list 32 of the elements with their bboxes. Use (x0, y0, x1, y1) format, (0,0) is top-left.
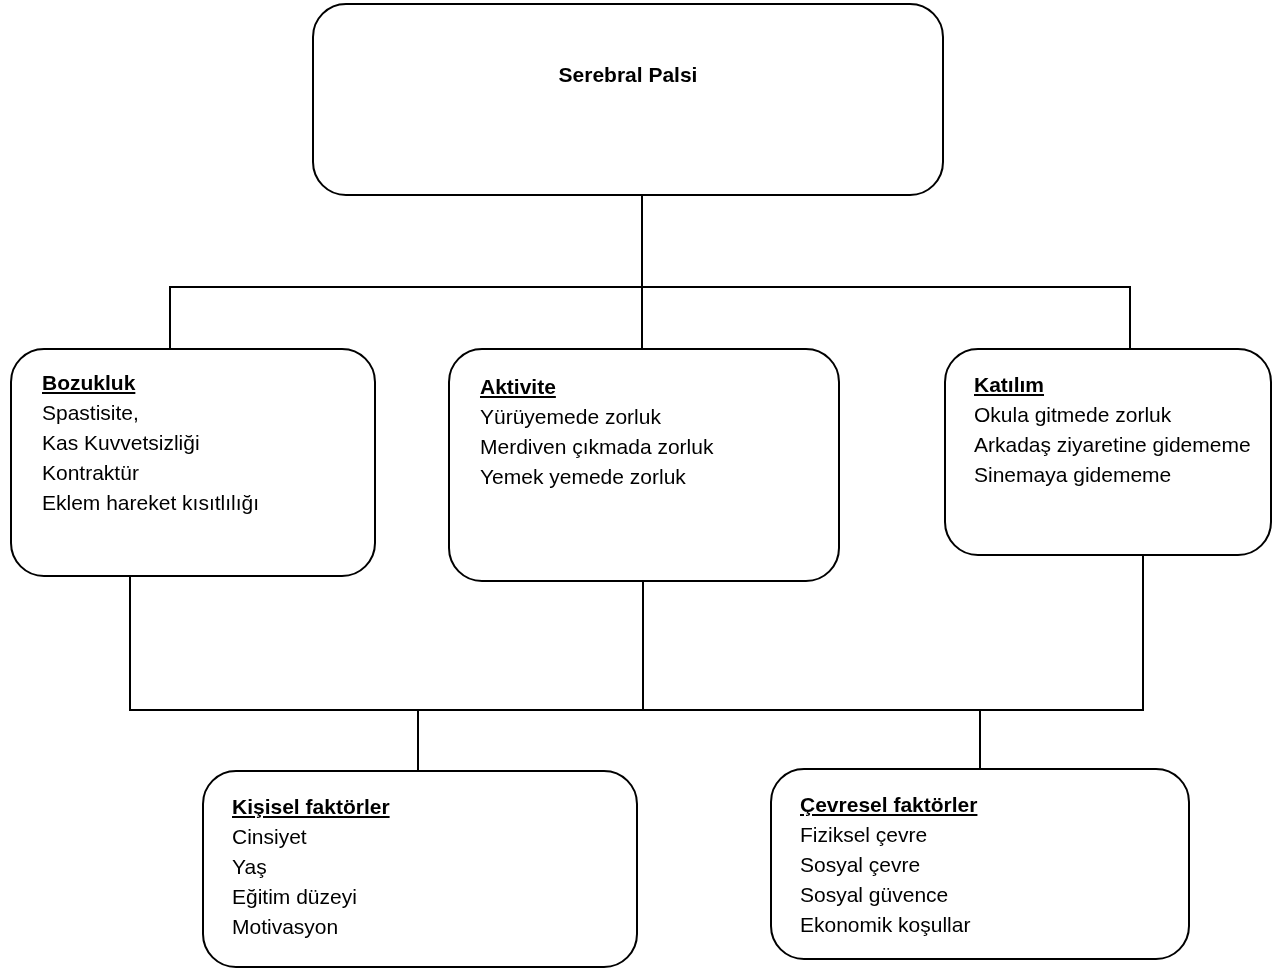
rounded-box (202, 770, 638, 968)
list-item: Merdiven çıkmada zorluk (480, 434, 714, 460)
box-heading: Bozukluk (42, 370, 136, 396)
list-item: Spastisite, (42, 400, 139, 426)
box-title: Serebral Palsi (558, 63, 698, 88)
list-item: Sinemaya gidememe (974, 462, 1172, 488)
box-heading: Kişisel faktörler (232, 794, 390, 820)
connector-line (641, 195, 1131, 349)
box-heading: Çevresel faktörler (800, 792, 978, 818)
list-item: Motivasyon (232, 914, 339, 940)
list-item: Kontraktür (42, 460, 139, 486)
list-item: Yemek yemede zorluk (480, 464, 686, 490)
list-item: Sosyal çevre (800, 852, 921, 878)
list-item: Yaş (232, 854, 267, 880)
rounded-box (448, 348, 840, 582)
list-item: Kas Kuvvetsizliği (42, 430, 200, 456)
list-item: Arkadaş ziyaretine gidememe (974, 432, 1251, 458)
connector-line (979, 555, 1144, 769)
list-item: Yürüyemede zorluk (480, 404, 661, 430)
rounded-box (770, 768, 1190, 960)
list-item: Okula gitmede zorluk (974, 402, 1172, 428)
list-item: Fiziksel çevre (800, 822, 928, 848)
list-item: Cinsiyet (232, 824, 307, 850)
list-item: Eklem hareket kısıtlılığı (42, 490, 260, 516)
rounded-box (10, 348, 376, 577)
rounded-box (312, 3, 944, 196)
rounded-box (944, 348, 1272, 556)
list-item: Sosyal güvence (800, 882, 949, 908)
list-item: Ekonomik koşullar (800, 912, 971, 938)
box-heading: Aktivite (480, 374, 556, 400)
list-item: Eğitim düzeyi (232, 884, 357, 910)
box-heading: Katılım (974, 372, 1044, 398)
